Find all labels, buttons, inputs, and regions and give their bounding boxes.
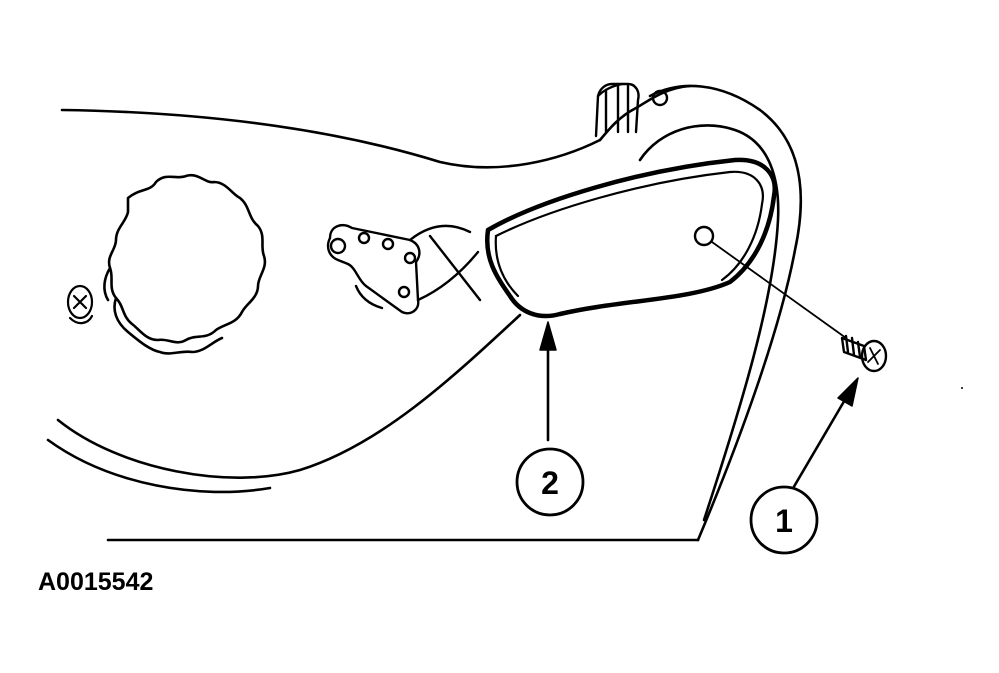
arrow-to-screw [790, 377, 859, 492]
release-lever-tab [594, 82, 669, 138]
stray-dot [961, 387, 963, 389]
callout-2-number: 2 [541, 465, 559, 501]
hinge-bracket [326, 224, 482, 315]
seat-side-panel [46, 84, 803, 542]
callout-1-number: 1 [775, 503, 793, 539]
figure-code: A0015542 [38, 568, 154, 596]
recliner-knob [103, 173, 267, 355]
arrow-to-handle [539, 321, 557, 442]
callout-1: 1 [749, 485, 819, 555]
screw-leader-line [711, 241, 847, 339]
seat-handle [484, 157, 777, 319]
screw-icon [840, 334, 888, 373]
left-screw-icon [66, 284, 94, 325]
callout-2: 2 [515, 447, 585, 517]
